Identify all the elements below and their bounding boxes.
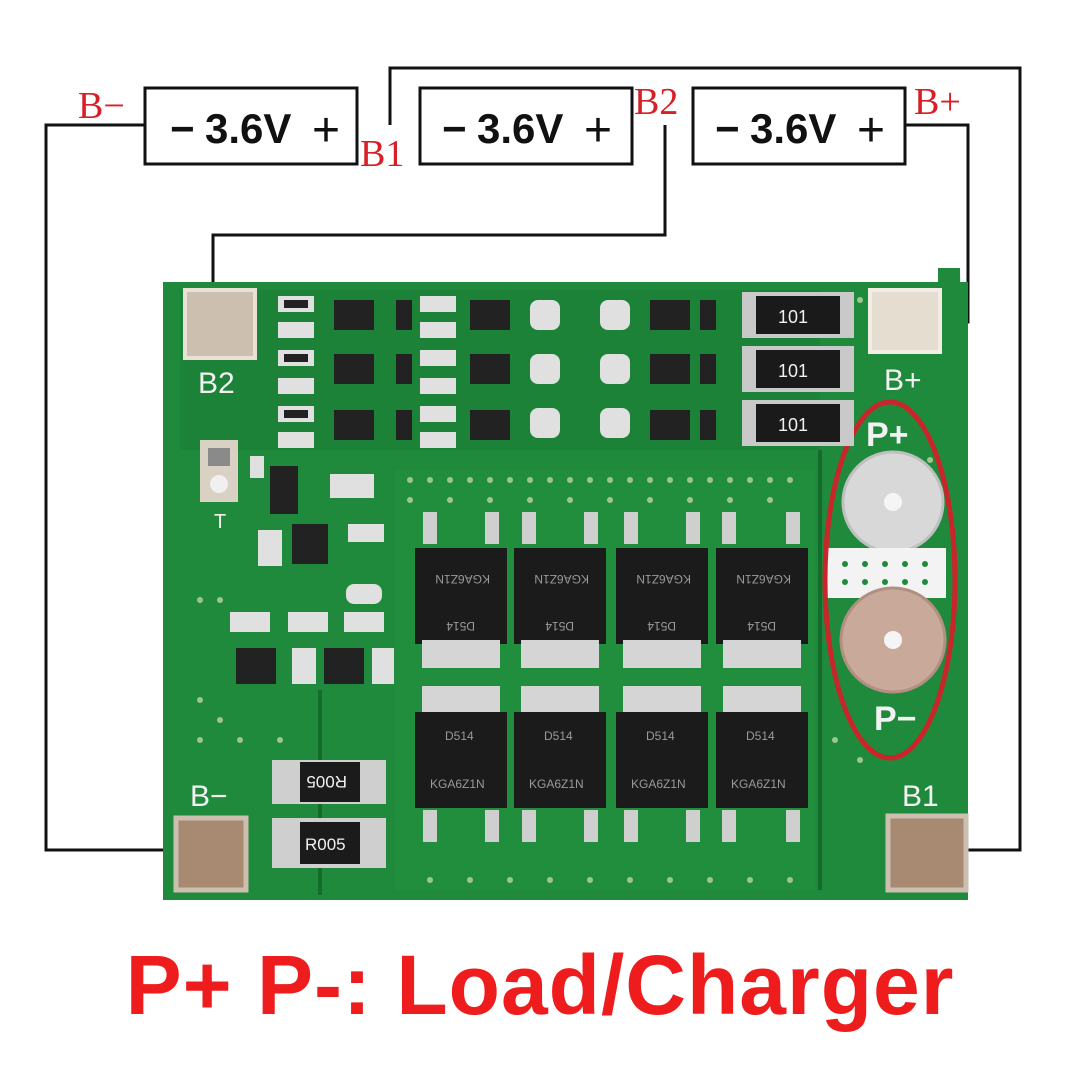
pad-b1	[885, 813, 969, 893]
highlight-ellipse	[822, 399, 958, 761]
caption: P+ P-: Load/Charger	[125, 938, 955, 1032]
svg-text:KGA6Z1N: KGA6Z1N	[736, 572, 791, 586]
svg-text:D514: D514	[646, 729, 675, 743]
cell-2: − 3.6V +	[418, 86, 634, 166]
silk-b1: B1	[902, 780, 939, 813]
svg-text:D514: D514	[746, 729, 775, 743]
svg-text:KGA6Z1N: KGA6Z1N	[430, 777, 485, 791]
pad-b2	[183, 288, 257, 360]
left-components	[200, 440, 394, 684]
svg-text:D514: D514	[445, 729, 474, 743]
svg-text:D514: D514	[545, 619, 574, 633]
svg-text:KGA6Z1N: KGA6Z1N	[529, 777, 584, 791]
cell-1-minus: −	[170, 105, 195, 152]
svg-text:R005: R005	[305, 835, 346, 854]
cell-3-plus: +	[857, 104, 885, 157]
mosfet	[616, 512, 708, 668]
svg-text:101: 101	[778, 307, 808, 327]
pad-b-plus	[868, 288, 942, 354]
svg-text:R005: R005	[306, 772, 347, 791]
silk-t: T	[214, 511, 226, 533]
svg-text:D514: D514	[647, 619, 676, 633]
mosfet	[514, 686, 606, 842]
label-b2: B2	[634, 81, 678, 123]
svg-text:D514: D514	[544, 729, 573, 743]
cell-1-plus: +	[312, 104, 340, 157]
svg-text:101: 101	[778, 361, 808, 381]
mosfet	[415, 686, 507, 842]
mosfet-top-row: KGA6Z1N KGA6Z1N KGA6Z1N KGA6Z1N D514 D51…	[415, 512, 808, 668]
wire-b2	[211, 125, 667, 320]
resistor-101-2: 101	[742, 346, 854, 392]
label-b-plus: B+	[914, 81, 961, 123]
cell-1: − 3.6V +	[143, 86, 359, 166]
wiring	[44, 66, 1022, 852]
label-b-minus: B−	[78, 85, 125, 127]
svg-text:KGA6Z1N: KGA6Z1N	[534, 572, 589, 586]
silk-b-minus: B−	[190, 780, 228, 813]
cell-3-voltage: 3.6V	[750, 105, 836, 152]
mosfet	[616, 686, 708, 842]
silk-b2: B2	[198, 367, 235, 400]
cell-2-plus: +	[584, 104, 612, 157]
sense-resistor-top: R005	[272, 760, 386, 804]
cell-1-voltage: 3.6V	[205, 105, 291, 152]
svg-text:101: 101	[778, 415, 808, 435]
resistor-101-1: 101	[742, 292, 854, 338]
pad-b-minus	[173, 815, 249, 893]
silk-p-minus: P−	[874, 700, 917, 738]
svg-text:KGA6Z1N: KGA6Z1N	[435, 572, 490, 586]
wire-b1	[388, 66, 1022, 852]
cell-2-minus: −	[442, 105, 467, 152]
mosfet	[716, 512, 808, 668]
mosfet	[716, 686, 808, 842]
svg-text:D514: D514	[747, 619, 776, 633]
svg-text:KGA6Z1N: KGA6Z1N	[731, 777, 786, 791]
mosfet-bottom-row: D514 D514 D514 D514 KGA6Z1N KGA6Z1N KGA6…	[415, 686, 808, 842]
cell-2-voltage: 3.6V	[477, 105, 563, 152]
via-grid	[197, 297, 933, 883]
sense-resistor-bottom: R005	[272, 818, 386, 868]
smd-rows	[278, 296, 716, 448]
pcb-board: 101 101 101	[163, 268, 969, 900]
svg-text:KGA6Z1N: KGA6Z1N	[631, 777, 686, 791]
mosfet	[514, 512, 606, 668]
resistor-101-3: 101	[742, 400, 854, 446]
silk-b-plus: B+	[884, 364, 922, 397]
cell-3-minus: −	[715, 105, 740, 152]
silk-p-plus: P+	[866, 416, 909, 454]
diagram-svg: − 3.6V + − 3.6V + − 3.6V + B− B1 B2 B+	[44, 66, 1022, 900]
svg-text:D514: D514	[446, 619, 475, 633]
svg-text:KGA6Z1N: KGA6Z1N	[636, 572, 691, 586]
label-b1: B1	[360, 133, 404, 175]
cell-3: − 3.6V +	[691, 86, 907, 166]
wire-b-minus	[44, 123, 180, 852]
mosfet	[415, 512, 507, 668]
